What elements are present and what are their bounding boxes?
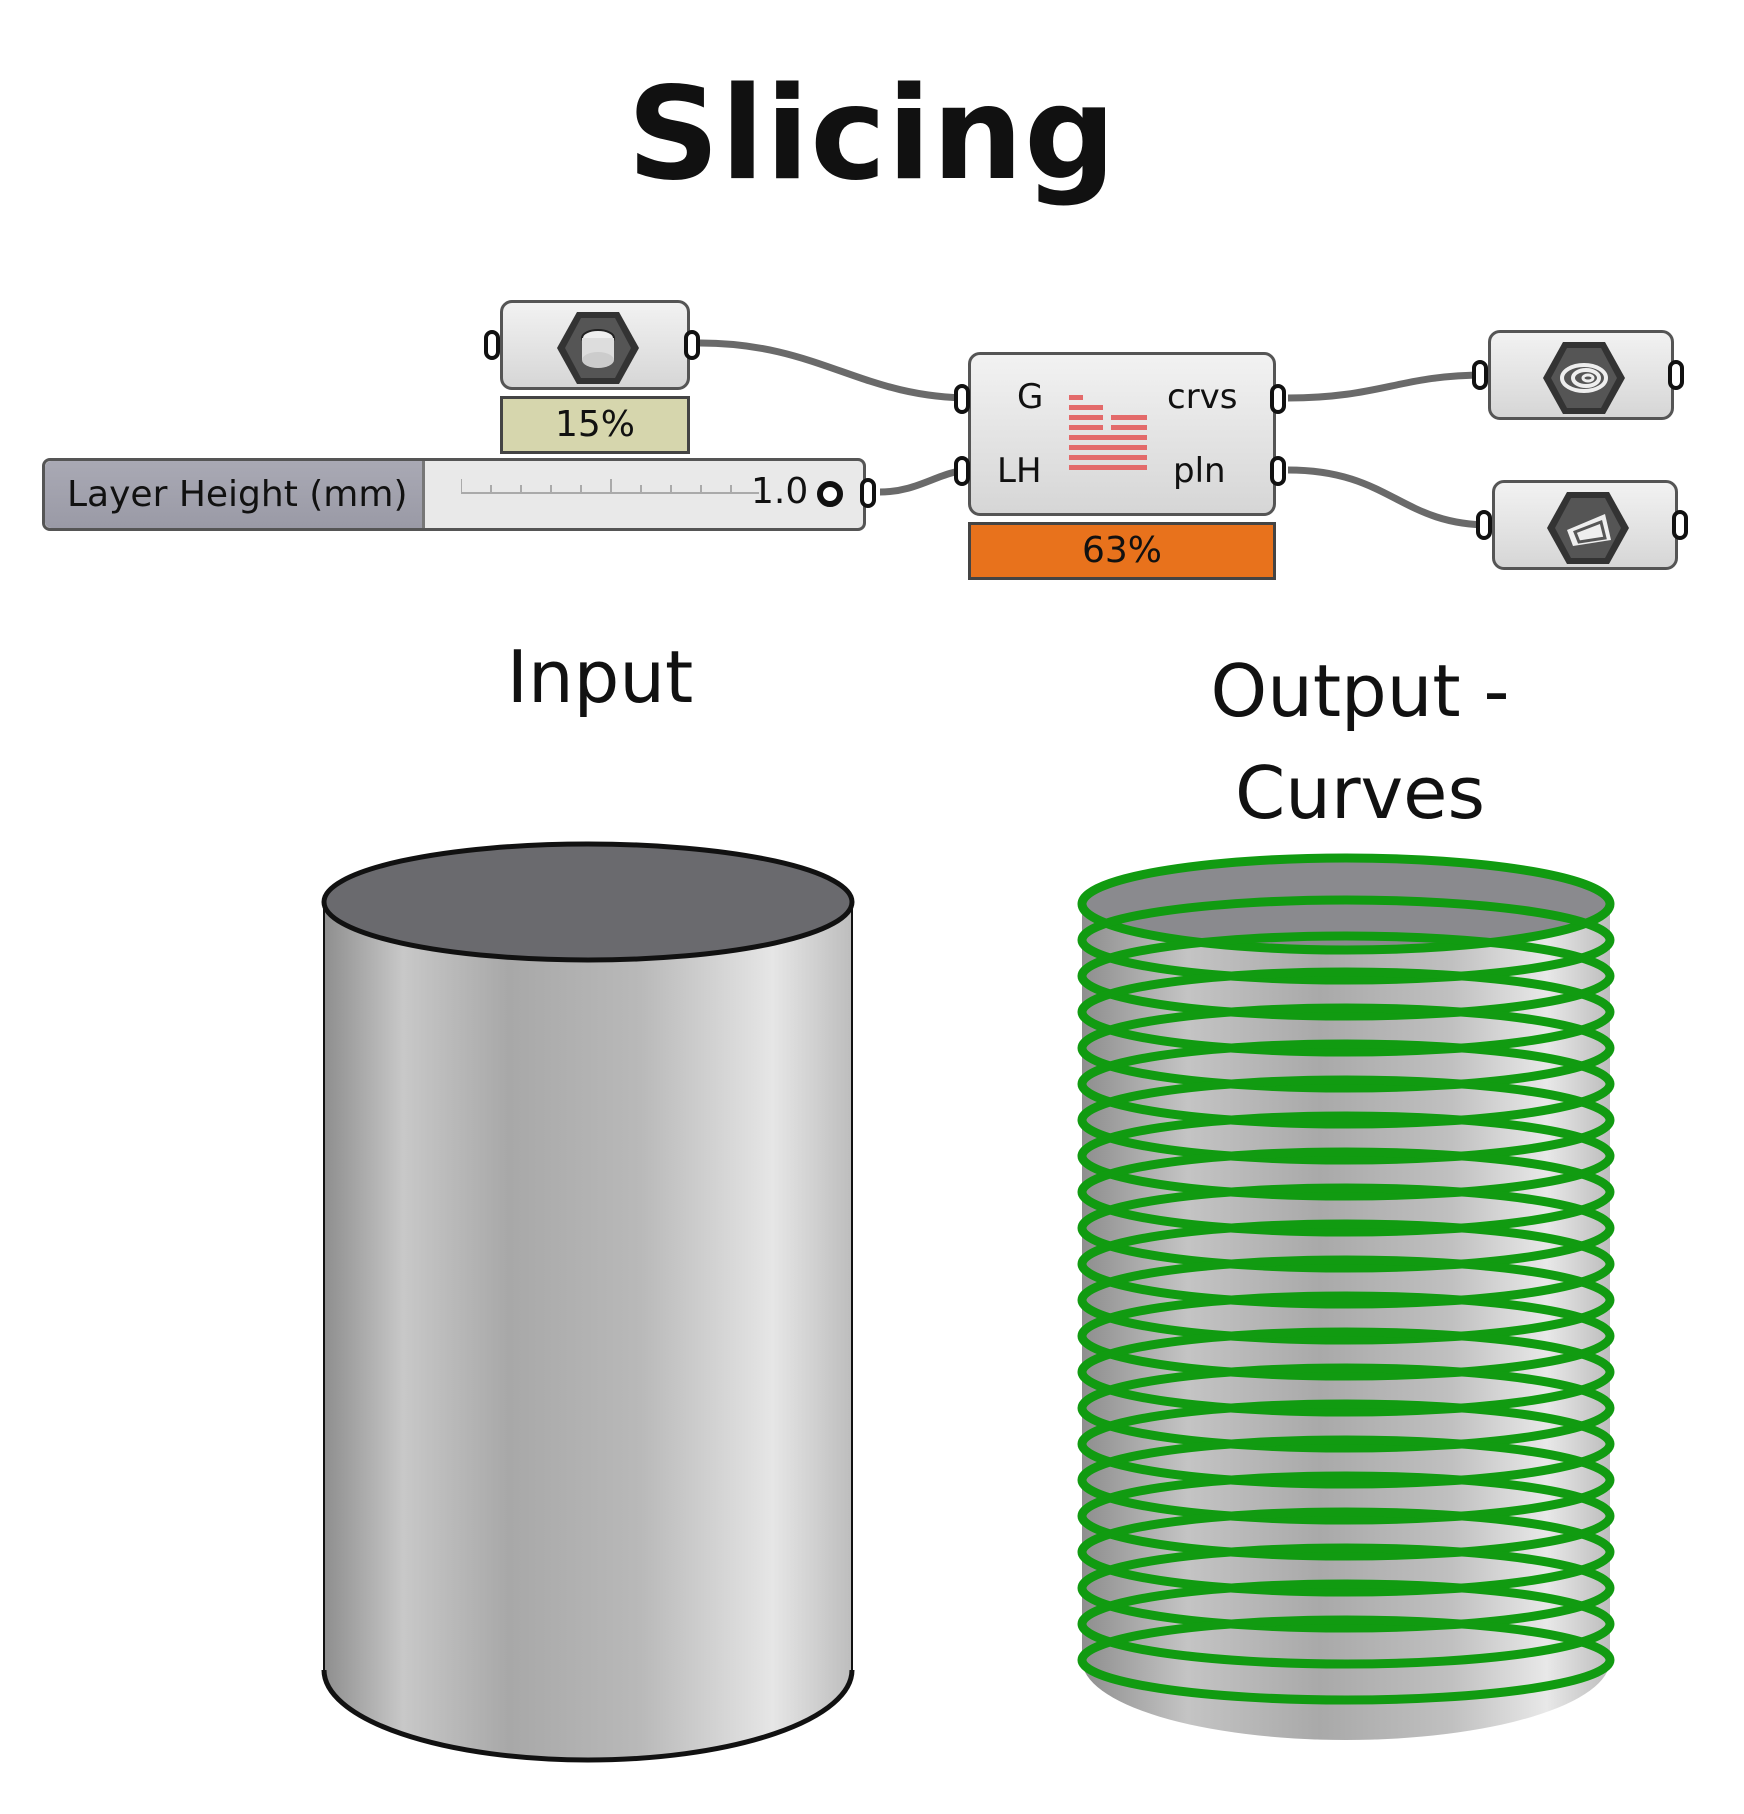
slice-curve-ring <box>1077 1075 1615 1165</box>
wire-pln-to-planes <box>1287 466 1491 529</box>
curves-param[interactable] <box>1488 330 1674 420</box>
output-port-crvs[interactable]: crvs <box>1167 377 1238 417</box>
slice-curve-ring <box>1077 1291 1615 1381</box>
wire-geometry-to-slice <box>699 339 973 402</box>
slice-lh-grip[interactable] <box>954 456 970 486</box>
slice-curves <box>1077 853 1615 1705</box>
slice-curve-ring <box>1077 1543 1615 1633</box>
geometry-profiler-badge: 15% <box>500 396 690 454</box>
slider-handle[interactable] <box>817 481 843 507</box>
plane-hex-icon <box>1547 492 1629 564</box>
slice-crvs-grip[interactable] <box>1270 384 1286 414</box>
slice-curve-ring <box>1077 1327 1615 1417</box>
planes-output-grip[interactable] <box>1672 510 1688 540</box>
slice-g-grip[interactable] <box>954 384 970 414</box>
geometry-input-grip[interactable] <box>484 330 500 360</box>
slice-curve-ring <box>1077 1363 1615 1453</box>
slice-curve-ring <box>1077 1615 1615 1705</box>
slider-label: Layer Height (mm) <box>45 461 425 528</box>
slice-curve-ring <box>1077 1111 1615 1201</box>
planes-param[interactable] <box>1492 480 1678 570</box>
page-title: Slicing <box>627 60 1117 209</box>
slice-curve-ring <box>1077 1003 1615 1093</box>
wire-crvs-to-curves <box>1287 371 1486 402</box>
cylinder-hex-icon <box>557 312 639 384</box>
slice-curve-ring <box>1077 895 1615 985</box>
cylinder-top <box>321 841 855 963</box>
output-heading: Output - Curves <box>1210 649 1510 835</box>
slider-ticks <box>461 479 759 494</box>
slice-component[interactable]: G LH crvs pln <box>968 352 1276 516</box>
cylinder-body <box>323 901 853 1761</box>
cylinder-bottom-edge <box>321 1669 855 1763</box>
slider-output-grip[interactable] <box>860 478 876 508</box>
slice-curve-ring <box>1077 1039 1615 1129</box>
slider-value: 1.0 <box>751 471 809 512</box>
slice-curve-ring <box>1077 967 1615 1057</box>
slice-curve-ring <box>1077 1147 1615 1237</box>
layer-height-slider[interactable]: Layer Height (mm) 1.0 <box>42 458 866 531</box>
slice-curve-ring <box>1077 1183 1615 1273</box>
slice-pln-grip[interactable] <box>1270 456 1286 486</box>
curves-input-grip[interactable] <box>1472 360 1488 390</box>
curves-background-cylinder <box>1082 904 1610 1740</box>
curves-output-grip[interactable] <box>1668 360 1684 390</box>
geometry-output-grip[interactable] <box>684 330 700 360</box>
output-port-pln[interactable]: pln <box>1173 451 1226 491</box>
planes-input-grip[interactable] <box>1476 510 1492 540</box>
slice-curve-ring <box>1077 1471 1615 1561</box>
slice-bars-icon <box>1069 395 1147 470</box>
slice-curve-ring <box>1077 1507 1615 1597</box>
spiral-hex-icon <box>1543 342 1625 414</box>
slice-curve-ring <box>1077 853 1615 955</box>
output-curves <box>1077 853 1615 1740</box>
slice-curve-ring <box>1077 1255 1615 1345</box>
input-cylinder <box>321 841 855 1763</box>
slice-curve-ring <box>1077 1219 1615 1309</box>
slice-profiler-badge: 63% <box>968 522 1276 580</box>
slice-curve-ring <box>1077 1579 1615 1669</box>
input-port-lh[interactable]: LH <box>997 451 1042 491</box>
slice-curve-ring <box>1077 1435 1615 1525</box>
input-heading: Input <box>506 635 694 719</box>
geometry-param[interactable] <box>500 300 690 390</box>
input-port-g[interactable]: G <box>1017 377 1044 417</box>
slice-curve-ring <box>1077 1399 1615 1489</box>
slice-curve-ring <box>1077 931 1615 1021</box>
